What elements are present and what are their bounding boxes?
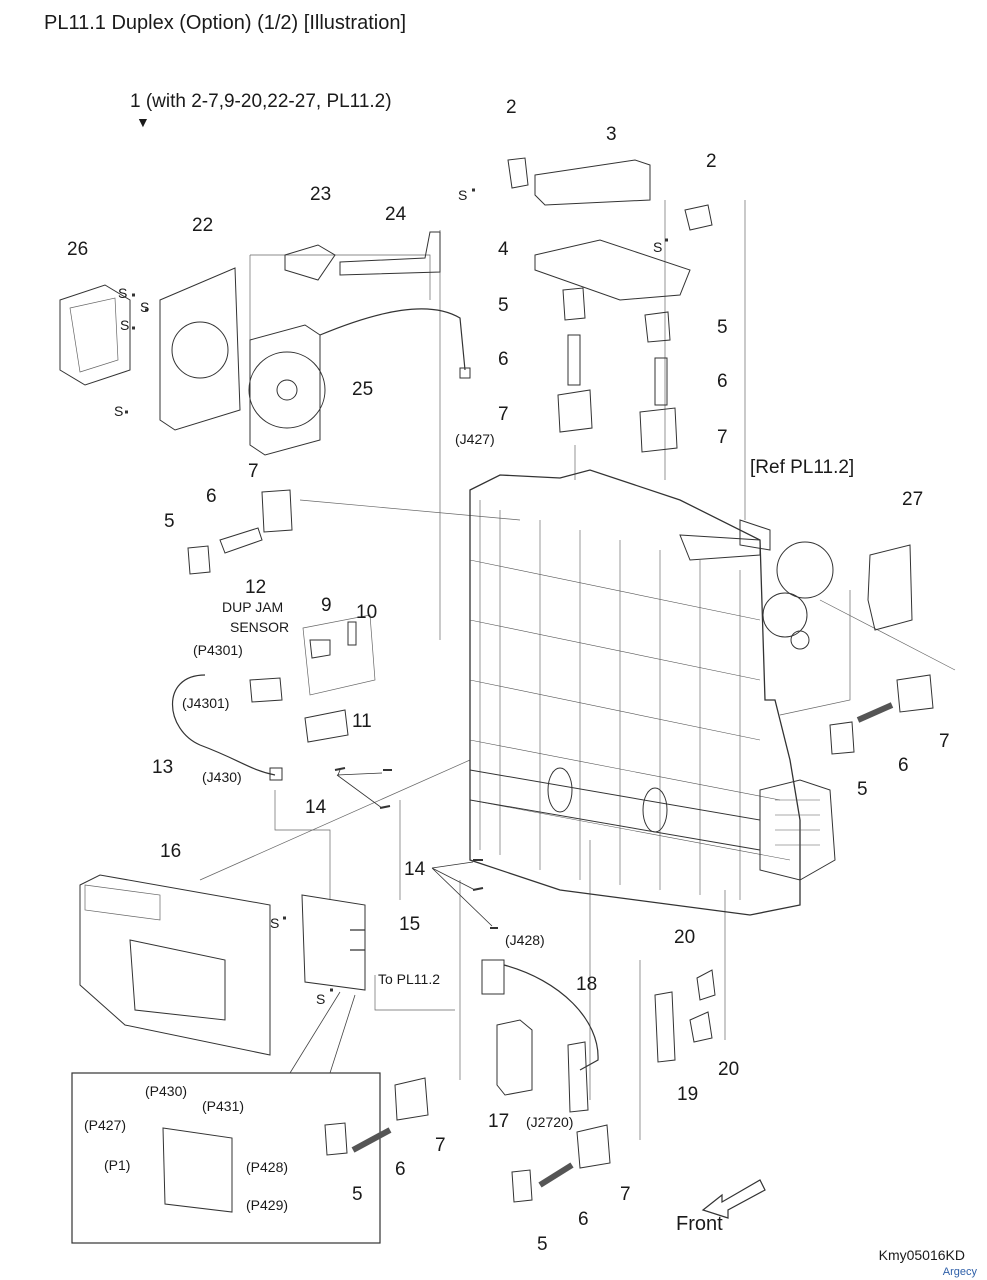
callout-label: 23 — [310, 184, 332, 205]
callout-label: 7 — [498, 404, 509, 425]
callout-label: 6 — [717, 371, 728, 392]
callout-label: 6 — [498, 349, 509, 370]
callout-label: 2 — [506, 97, 517, 118]
screw-label: S — [270, 915, 280, 931]
callout-label: 5 — [857, 779, 868, 800]
callout-label: 6 — [578, 1209, 589, 1230]
callout-label: 3 — [606, 124, 617, 145]
callout-label: 11 — [352, 711, 372, 732]
screw-label: S — [653, 239, 663, 255]
callout-label: 25 — [352, 379, 374, 400]
down-arrow-icon: ▼ — [136, 114, 150, 130]
callout-label: 6 — [206, 486, 217, 507]
sensor-name-line2: SENSOR — [230, 619, 290, 635]
callout-label: 7 — [717, 427, 728, 448]
diagram-code: Kmy05016KD — [878, 1247, 965, 1263]
callout-label: 19 — [677, 1084, 699, 1105]
assembly-note: 1 (with 2-7,9-20,22-27, PL11.2) — [130, 91, 392, 112]
connector-label: (J4301) — [182, 695, 230, 711]
screw-label: S — [120, 317, 130, 333]
screw-label: S — [118, 285, 128, 301]
callout-label: 5 — [537, 1234, 548, 1255]
callout-label: 6 — [395, 1159, 406, 1180]
callout-label: 22 — [192, 215, 214, 236]
callout-label: 7 — [939, 731, 950, 752]
callout-label: 6 — [898, 755, 909, 776]
screw-label: S — [140, 299, 150, 315]
callout-label: 9 — [321, 595, 332, 616]
callout-label: 7 — [620, 1184, 631, 1205]
callout-label: 5 — [352, 1184, 363, 1205]
callout-label: 14 — [404, 859, 426, 880]
connector-label: (J427) — [455, 431, 495, 447]
front-label: Front — [676, 1213, 723, 1235]
connector-label: (J430) — [202, 769, 242, 785]
callout-label: 20 — [674, 927, 696, 948]
screw-label: S — [458, 187, 468, 203]
board-connector-label: (P1) — [104, 1157, 131, 1173]
ref-note: [Ref PL11.2] — [750, 457, 855, 478]
callout-label: 26 — [67, 239, 89, 260]
connector-label: (P4301) — [193, 642, 243, 658]
callout-label: 7 — [248, 461, 259, 482]
callout-label: 13 — [152, 757, 174, 778]
callout-label: 5 — [164, 511, 175, 532]
board-connector-label: (P427) — [84, 1117, 127, 1133]
callout-label: 20 — [718, 1059, 740, 1080]
callout-label: 14 — [305, 797, 327, 818]
connector-label: (J2720) — [526, 1114, 574, 1130]
callout-label: 17 — [488, 1111, 510, 1132]
callout-label: 12 — [245, 577, 267, 598]
callout-label: 16 — [160, 841, 182, 862]
watermark: Argecy — [942, 1266, 977, 1278]
callout-label: 5 — [717, 317, 728, 338]
callout-label: 7 — [435, 1135, 446, 1156]
callout-label: 4 — [498, 239, 509, 260]
callout-label: 15 — [399, 914, 421, 935]
callout-label: 27 — [902, 489, 924, 510]
board-connector-label: (P431) — [202, 1098, 245, 1114]
board-connector-label: (P430) — [145, 1083, 188, 1099]
callout-label: 24 — [385, 204, 407, 225]
callout-label: 2 — [706, 151, 717, 172]
sensor-name-line1: DUP JAM — [222, 599, 284, 615]
callout-label: 5 — [498, 295, 509, 316]
board-connector-label: (P429) — [246, 1197, 289, 1213]
screw-label: S — [114, 403, 124, 419]
callout-label: 10 — [356, 602, 378, 623]
callout-label: 18 — [576, 974, 598, 995]
connector-label: (J428) — [505, 932, 545, 948]
board-connector-label: (P428) — [246, 1159, 289, 1175]
page-title: PL11.1 Duplex (Option) (1/2) [Illustrati… — [44, 12, 407, 34]
screw-label: S — [316, 991, 326, 1007]
to-note: To PL11.2 — [378, 971, 441, 987]
